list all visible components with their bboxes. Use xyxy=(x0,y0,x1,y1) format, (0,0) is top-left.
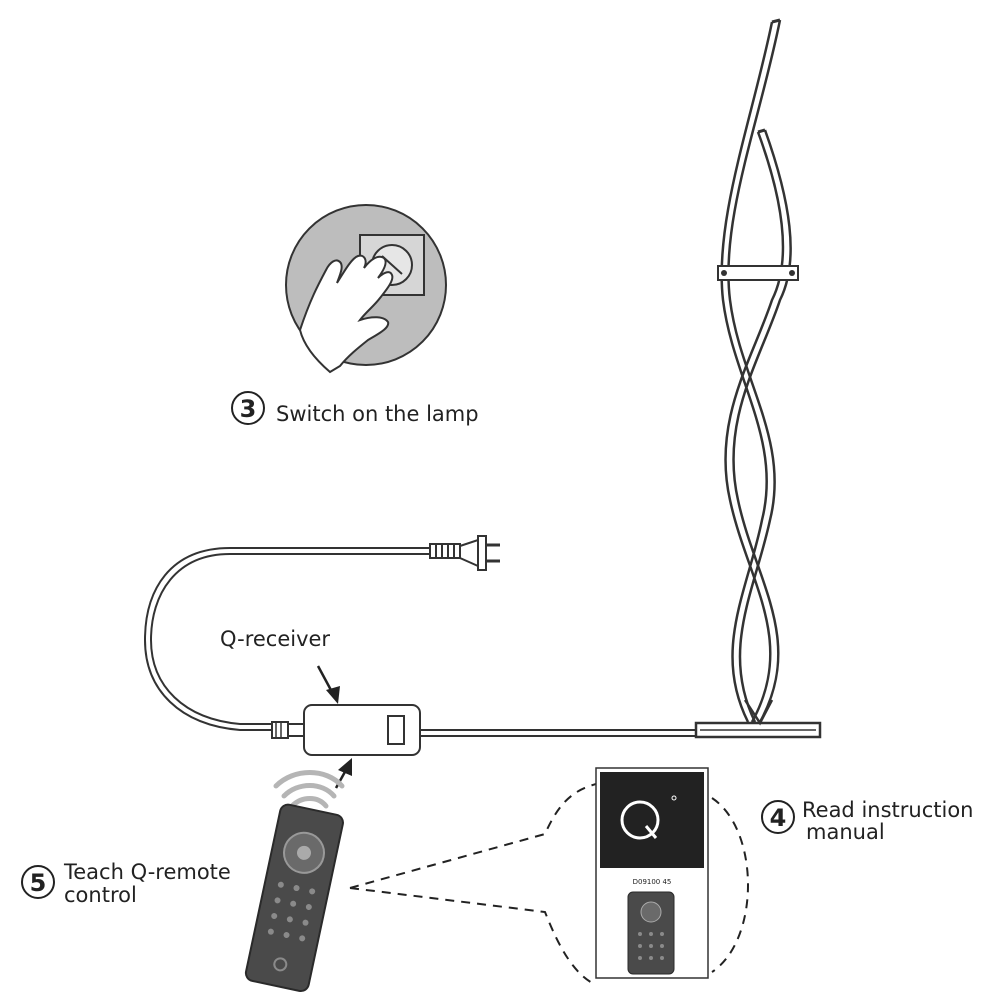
step-3: 3 Switch on the lamp xyxy=(231,391,479,426)
step-5-line2: control xyxy=(64,883,137,907)
step-3-badge xyxy=(231,391,265,425)
step-3-text: Switch on the lamp xyxy=(276,402,479,426)
q-remote-control xyxy=(244,803,344,993)
power-cable xyxy=(143,547,696,737)
hand-press-icon xyxy=(298,254,394,374)
manual-callout xyxy=(349,783,749,986)
receiver-button xyxy=(387,715,405,745)
step-5: 5 Teach Q-remote control xyxy=(21,860,231,907)
step-4: 4 Read instruction manual xyxy=(761,798,973,844)
floor-lamp xyxy=(694,18,822,739)
step-4-badge xyxy=(761,800,795,834)
step-5-badge xyxy=(21,865,55,899)
booklet-code: D09100 45 xyxy=(633,878,672,886)
switch-illustration xyxy=(285,204,447,374)
step-4-line2: manual xyxy=(806,820,885,844)
step-4-line1: Read instruction xyxy=(802,798,973,822)
step-3-number: 3 xyxy=(240,395,257,423)
instruction-booklet: D09100 45 xyxy=(595,767,709,979)
step-5-number: 5 xyxy=(30,869,47,897)
receiver-label: Q-receiver xyxy=(220,627,330,651)
arrow-icon xyxy=(316,665,352,789)
signal-icon xyxy=(273,770,345,809)
plug-icon xyxy=(429,535,500,571)
step-4-number: 4 xyxy=(770,804,787,832)
q-logo-icon xyxy=(620,800,660,840)
step-5-line1: Teach Q-remote xyxy=(63,860,231,884)
q-receiver xyxy=(271,704,421,756)
